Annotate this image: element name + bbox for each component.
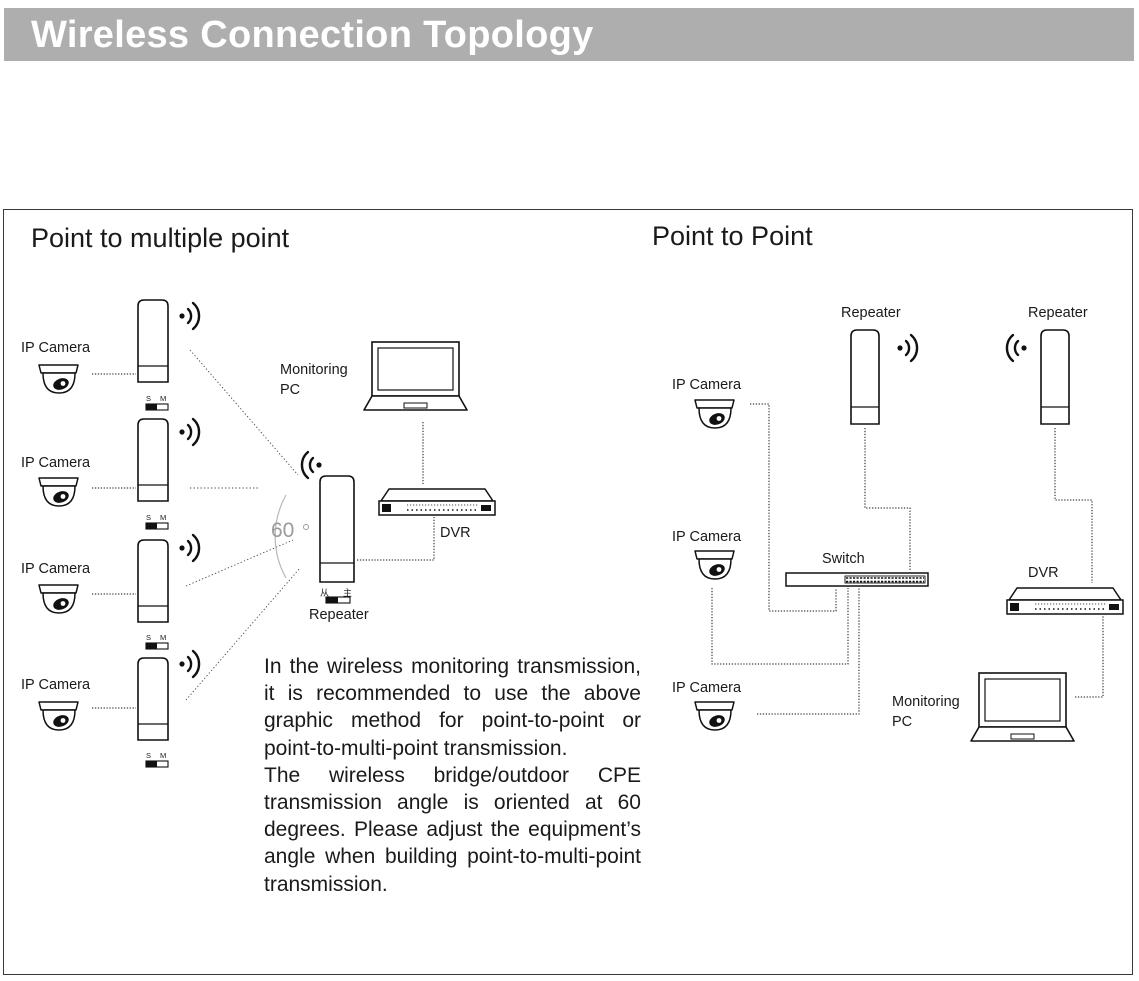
description-paragraph: The wireless bridge/outdoor CPE transmis… xyxy=(264,763,641,896)
repeater-cpe-icon xyxy=(1040,329,1070,425)
page-title: Wireless Connection Topology xyxy=(31,14,594,56)
cpe-icon xyxy=(137,418,169,502)
switch-label-s: S xyxy=(146,394,152,403)
ip-camera-icon xyxy=(38,364,79,394)
cpe-icon xyxy=(137,299,169,383)
wifi-signal-icon xyxy=(300,450,323,480)
repeater-label: Repeater xyxy=(841,305,901,321)
cpe-icon xyxy=(137,657,169,741)
slave-master-switch-icon xyxy=(325,596,351,604)
wifi-signal-icon xyxy=(178,649,201,679)
monitoring-pc-label: PC xyxy=(280,382,301,398)
monitoring-pc-label: PC xyxy=(892,714,913,730)
slave-master-switch-icon xyxy=(145,760,169,768)
switch-label-m: M xyxy=(160,513,167,522)
switch-label-m: M xyxy=(160,394,167,403)
switch-label-s: S xyxy=(146,751,152,760)
wireless-links xyxy=(185,349,301,701)
repeater-label: Repeater xyxy=(309,607,369,623)
wifi-signal-icon xyxy=(1005,333,1028,363)
repeater-cpe-icon xyxy=(850,329,880,425)
camera-links xyxy=(92,373,136,709)
monitoring-pc-label: Monitoring xyxy=(892,694,960,710)
wifi-signal-icon xyxy=(178,417,201,447)
ip-camera-icon xyxy=(694,550,735,580)
angle-arc xyxy=(274,494,287,579)
switch-label: Switch xyxy=(822,551,865,567)
slave-master-switch-icon xyxy=(145,642,169,650)
switch-label-cn-master: 主 xyxy=(343,588,353,598)
laptop-icon xyxy=(363,341,468,411)
ip-camera-icon xyxy=(694,701,735,731)
camera-label: IP Camera xyxy=(21,340,91,356)
description-paragraph: In the wireless monitoring transmission,… xyxy=(264,655,641,760)
wired-links-left xyxy=(357,422,435,561)
switch-label-m: M xyxy=(160,751,167,760)
slave-master-switch-icon xyxy=(145,403,169,411)
description-text: In the wireless monitoring transmission,… xyxy=(264,653,641,898)
repeater-cpe-icon xyxy=(319,475,355,583)
section-title-point-to-point: Point to Point xyxy=(652,221,813,251)
ip-camera-icon xyxy=(38,477,79,507)
camera-label: IP Camera xyxy=(672,377,742,393)
slave-master-switch-icon xyxy=(145,522,169,530)
ip-camera-icon xyxy=(38,701,79,731)
dvr-label: DVR xyxy=(1028,565,1059,581)
wifi-signal-icon xyxy=(178,533,201,563)
dvr-label: DVR xyxy=(440,525,471,541)
switch-label-s: S xyxy=(146,633,152,642)
network-switch-icon xyxy=(785,572,929,587)
diagram-frame xyxy=(3,209,1133,975)
section-title-multipoint: Point to multiple point xyxy=(31,223,290,253)
degree-symbol xyxy=(303,524,309,530)
switch-label-s: S xyxy=(146,513,152,522)
dvr-icon xyxy=(1006,587,1124,615)
cpe-icon xyxy=(137,539,169,623)
switch-label-cn-slave: 从 xyxy=(320,588,330,598)
ip-camera-icon xyxy=(38,584,79,614)
angle-label: 60 xyxy=(271,519,295,542)
title-banner: Wireless Connection Topology xyxy=(4,8,1134,61)
laptop-icon xyxy=(970,672,1075,742)
wired-links-right xyxy=(711,403,1104,715)
wifi-signal-icon xyxy=(178,301,201,331)
switch-label-m: M xyxy=(160,633,167,642)
camera-label: IP Camera xyxy=(672,529,742,545)
camera-label: IP Camera xyxy=(21,561,91,577)
dvr-icon xyxy=(378,488,496,516)
camera-label: IP Camera xyxy=(21,677,91,693)
camera-label: IP Camera xyxy=(672,680,742,696)
wifi-signal-icon xyxy=(896,333,919,363)
repeater-label: Repeater xyxy=(1028,305,1088,321)
ip-camera-icon xyxy=(694,399,735,429)
camera-label: IP Camera xyxy=(21,455,91,471)
monitoring-pc-label: Monitoring xyxy=(280,362,348,378)
